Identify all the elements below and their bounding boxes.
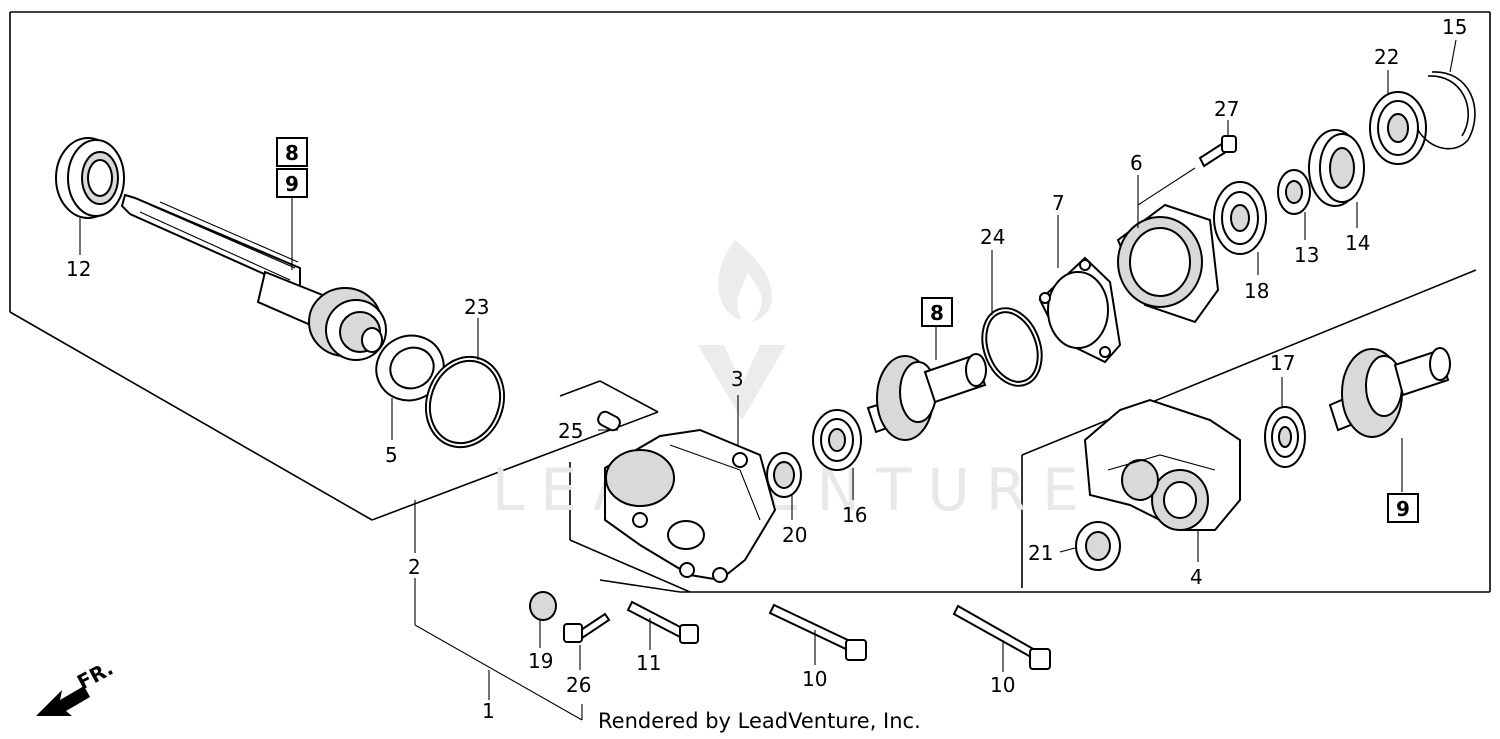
callout-labels: 12 8 9 23 5 25 3 20 16 8 24 7 6 27 18 13… — [66, 15, 1467, 723]
callout-24: 24 — [980, 225, 1005, 249]
callout-4: 4 — [1190, 565, 1203, 589]
callout-10-right: 10 — [990, 673, 1015, 697]
bolt-11 — [626, 600, 699, 644]
callout-19: 19 — [528, 649, 553, 673]
gear-case-housing-4 — [1083, 398, 1241, 531]
callout-15: 15 — [1442, 15, 1467, 39]
callout-21: 21 — [1028, 541, 1053, 565]
callout-6: 6 — [1130, 151, 1143, 175]
callout-5: 5 — [385, 443, 398, 467]
callout-8-mid: 8 — [930, 301, 944, 325]
callout-3: 3 — [731, 367, 744, 391]
callout-23: 23 — [464, 295, 489, 319]
callout-box-8b — [921, 297, 953, 327]
callout-25: 25 — [558, 419, 583, 443]
callout-27: 27 — [1214, 97, 1239, 121]
callout-16: 16 — [842, 503, 867, 527]
callout-9-right: 9 — [1396, 497, 1410, 521]
dowel-pin-25 — [597, 410, 621, 432]
cap-19 — [529, 591, 557, 621]
callout-13: 13 — [1294, 243, 1319, 267]
circlip-15 — [1417, 71, 1476, 150]
callout-box-9b — [1387, 493, 1419, 523]
callout-26: 26 — [566, 673, 591, 697]
callout-11: 11 — [636, 651, 661, 675]
callout-7: 7 — [1052, 191, 1065, 215]
callout-10-left: 10 — [802, 667, 827, 691]
bearing-holder-6 — [1116, 203, 1220, 324]
bearing-17 — [1264, 406, 1306, 468]
callout-12: 12 — [66, 257, 91, 281]
bearing-16 — [812, 409, 862, 471]
gear-13 — [1277, 169, 1311, 215]
final-gear-shaft — [1328, 347, 1451, 438]
oil-seal-12 — [55, 137, 125, 219]
oil-seal-21 — [1075, 521, 1121, 571]
callout-14: 14 — [1345, 231, 1370, 255]
bolt-10-a — [768, 603, 867, 661]
callout-8-top: 8 — [285, 141, 299, 165]
gear-case-housing-3 — [604, 428, 777, 583]
bearing-22 — [1369, 91, 1427, 165]
bolt-10-b — [952, 604, 1051, 670]
leader-lines — [79, 39, 1457, 721]
oil-seal-14 — [1308, 129, 1365, 207]
callout-1: 1 — [482, 699, 495, 723]
callout-9-top: 9 — [285, 172, 299, 196]
bearing-18 — [1213, 181, 1267, 255]
callout-20: 20 — [782, 523, 807, 547]
bolt-26 — [563, 612, 611, 643]
gasket-7 — [1038, 256, 1122, 364]
callout-2: 2 — [408, 555, 421, 579]
front-direction-arrow: FR. — [36, 656, 117, 716]
drive-shaft-gear — [120, 193, 387, 361]
callout-17: 17 — [1270, 351, 1295, 375]
washer-5 — [375, 334, 445, 402]
pinion-gear-shaft — [866, 353, 987, 441]
diagram-frame — [9, 11, 1491, 593]
o-ring-24 — [981, 307, 1043, 387]
bolt-27 — [1198, 135, 1237, 168]
o-ring-23 — [424, 355, 506, 449]
bearing-20 — [766, 452, 802, 498]
callout-22: 22 — [1374, 45, 1399, 69]
footer-credit: Rendered by LeadVenture, Inc. — [598, 709, 921, 733]
callout-box-8 — [276, 137, 308, 167]
callout-18: 18 — [1244, 279, 1269, 303]
callout-box-9 — [276, 168, 308, 198]
